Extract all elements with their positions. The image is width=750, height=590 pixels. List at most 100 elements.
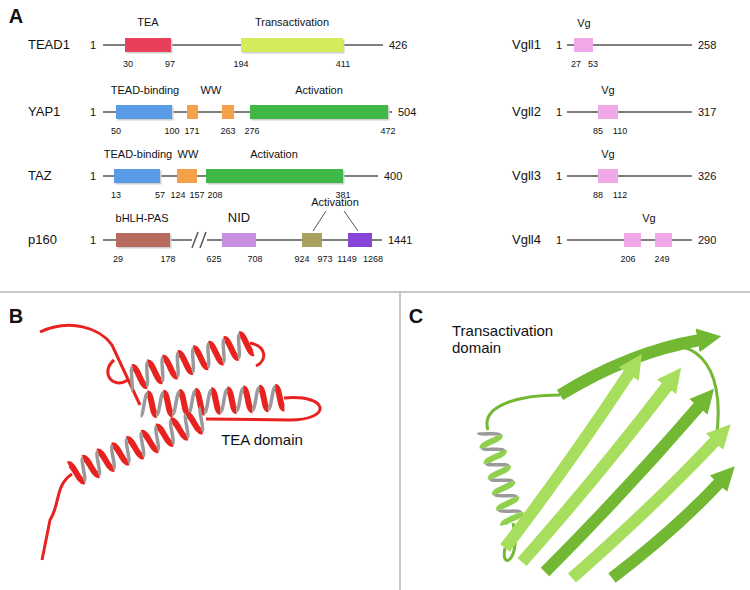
start-number: 1 xyxy=(556,234,562,247)
start-number: 1 xyxy=(90,170,96,183)
domain-label: TEAD-binding xyxy=(111,84,179,97)
residue-number: 625 xyxy=(206,254,221,264)
residue-number: 53 xyxy=(588,59,598,69)
protein-name: Vgll2 xyxy=(512,105,541,120)
domain-label: Vg xyxy=(601,84,614,97)
domain-label: Vg xyxy=(601,148,614,161)
domain-label: Activation xyxy=(250,148,298,161)
domain-label: Vg xyxy=(642,212,655,225)
domain-label: TEAD-binding xyxy=(104,148,172,161)
residue-number: 27 xyxy=(571,59,581,69)
protein-line xyxy=(567,175,692,177)
residue-number: 276 xyxy=(244,126,259,136)
panel-letter: A xyxy=(9,5,23,28)
protein-name: Vgll1 xyxy=(512,38,541,53)
residue-number: 1149 xyxy=(337,254,356,264)
length-number: 400 xyxy=(384,170,402,183)
residue-number: 178 xyxy=(160,254,175,264)
domain-box xyxy=(302,233,322,247)
start-number: 1 xyxy=(90,234,96,247)
domain-label: WW xyxy=(178,148,199,161)
leader-line xyxy=(313,211,358,231)
residue-number: 206 xyxy=(620,254,635,264)
length-number: 326 xyxy=(698,170,716,183)
loop xyxy=(42,474,72,560)
domain-label: WW xyxy=(201,84,222,97)
domain-box xyxy=(187,105,198,119)
residue-number: 194 xyxy=(233,59,248,69)
domain-label: bHLH-PAS xyxy=(116,212,169,225)
residue-number: 208 xyxy=(207,190,222,200)
panel-letter: C xyxy=(409,305,423,328)
protein-name: TAZ xyxy=(28,169,52,184)
domain-box xyxy=(116,233,170,247)
domain-box xyxy=(348,233,372,247)
domain-box xyxy=(598,105,618,119)
helix xyxy=(139,386,284,416)
length-number: 258 xyxy=(698,39,716,52)
start-number: 1 xyxy=(556,106,562,119)
domain-label: Activation xyxy=(295,84,343,97)
start-number: 1 xyxy=(556,170,562,183)
helix xyxy=(68,408,209,485)
panel-divider xyxy=(0,291,750,293)
domain-label: Vg xyxy=(577,17,590,30)
domain-label: TEA xyxy=(137,16,158,29)
residue-number: 1268 xyxy=(363,254,383,264)
domain-label: Transactivation xyxy=(255,16,329,29)
tea-ribbon xyxy=(40,325,320,560)
length-number: 1441 xyxy=(388,234,412,247)
residue-number: 124 xyxy=(170,190,185,200)
residue-number: 249 xyxy=(654,254,669,264)
residue-number: 171 xyxy=(184,126,199,136)
domain-box xyxy=(116,105,172,119)
helix xyxy=(125,332,254,390)
residue-number: 97 xyxy=(165,59,175,69)
helix xyxy=(478,427,522,525)
protein-name: Vgll4 xyxy=(512,233,541,248)
beta-strand xyxy=(572,440,716,578)
structure-label: TEA domain xyxy=(221,431,303,448)
residue-number: 973 xyxy=(317,254,332,264)
panel-divider xyxy=(399,292,401,590)
residue-number: 88 xyxy=(593,190,603,200)
domain-box xyxy=(177,169,197,183)
protein-name: YAP1 xyxy=(28,105,60,120)
domain-box xyxy=(206,169,343,183)
residue-number: 50 xyxy=(111,126,121,136)
residue-number: 100 xyxy=(164,126,179,136)
domain-box xyxy=(574,38,593,52)
start-number: 1 xyxy=(90,106,96,119)
domain-box xyxy=(655,233,672,247)
domain-box xyxy=(222,105,234,119)
break-mark xyxy=(192,232,206,248)
domain-label: NID xyxy=(228,211,250,226)
beta-strand xyxy=(560,340,700,395)
domain-box xyxy=(241,38,343,52)
residue-number: 110 xyxy=(613,126,627,136)
protein-name: Vgll3 xyxy=(512,169,541,184)
length-number: 504 xyxy=(398,106,416,119)
residue-number: 708 xyxy=(247,254,262,264)
residue-number: 472 xyxy=(380,126,395,136)
residue-number: 29 xyxy=(113,254,123,264)
residue-number: 924 xyxy=(294,254,309,264)
beta-strand xyxy=(522,385,668,562)
panel-letter: B xyxy=(9,305,23,328)
length-number: 426 xyxy=(389,39,407,52)
beta-strand xyxy=(505,372,630,548)
loop xyxy=(487,395,560,430)
domain-box xyxy=(598,169,618,183)
residue-number: 411 xyxy=(336,59,350,69)
loop xyxy=(40,325,140,405)
domain-box xyxy=(114,169,160,183)
domain-box xyxy=(624,233,641,247)
loop xyxy=(108,360,128,383)
transactivation-ribbon xyxy=(478,340,720,578)
structure-label: Transactivation domain xyxy=(452,322,570,357)
length-number: 317 xyxy=(698,106,716,119)
domain-box xyxy=(125,38,171,52)
residue-number: 57 xyxy=(155,190,165,200)
residue-number: 30 xyxy=(123,59,133,69)
